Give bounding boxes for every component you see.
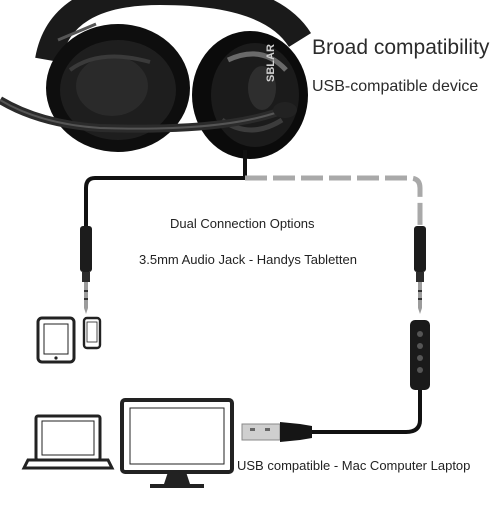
audio-jack-icon: [80, 226, 92, 314]
audio-jack-adapter-icon: [414, 226, 426, 314]
right-earcup: SBLAR: [192, 31, 308, 159]
monitor-icon: [120, 398, 234, 488]
adapter-cable: [245, 175, 423, 230]
subheadline: USB-compatible device: [312, 78, 479, 95]
tablet-icon: [36, 316, 76, 364]
usb-caption: USB compatible - Mac Computer Laptop: [237, 458, 471, 473]
left-earcup: [46, 24, 190, 152]
jack-cable: [84, 176, 245, 230]
headline: Broad compatibility: [312, 36, 490, 59]
options-heading: Dual Connection Options: [170, 216, 315, 231]
usb-cable: [312, 390, 422, 434]
laptop-icon: [21, 414, 115, 470]
jack-caption: 3.5mm Audio Jack - Handys Tabletten: [139, 252, 357, 267]
brand-logo: SBLAR: [265, 44, 277, 82]
headset-image: SBLAR: [0, 0, 312, 159]
usb-plug-icon: [241, 422, 312, 442]
inline-control-icon: [410, 320, 430, 390]
phone-icon: [82, 316, 102, 350]
